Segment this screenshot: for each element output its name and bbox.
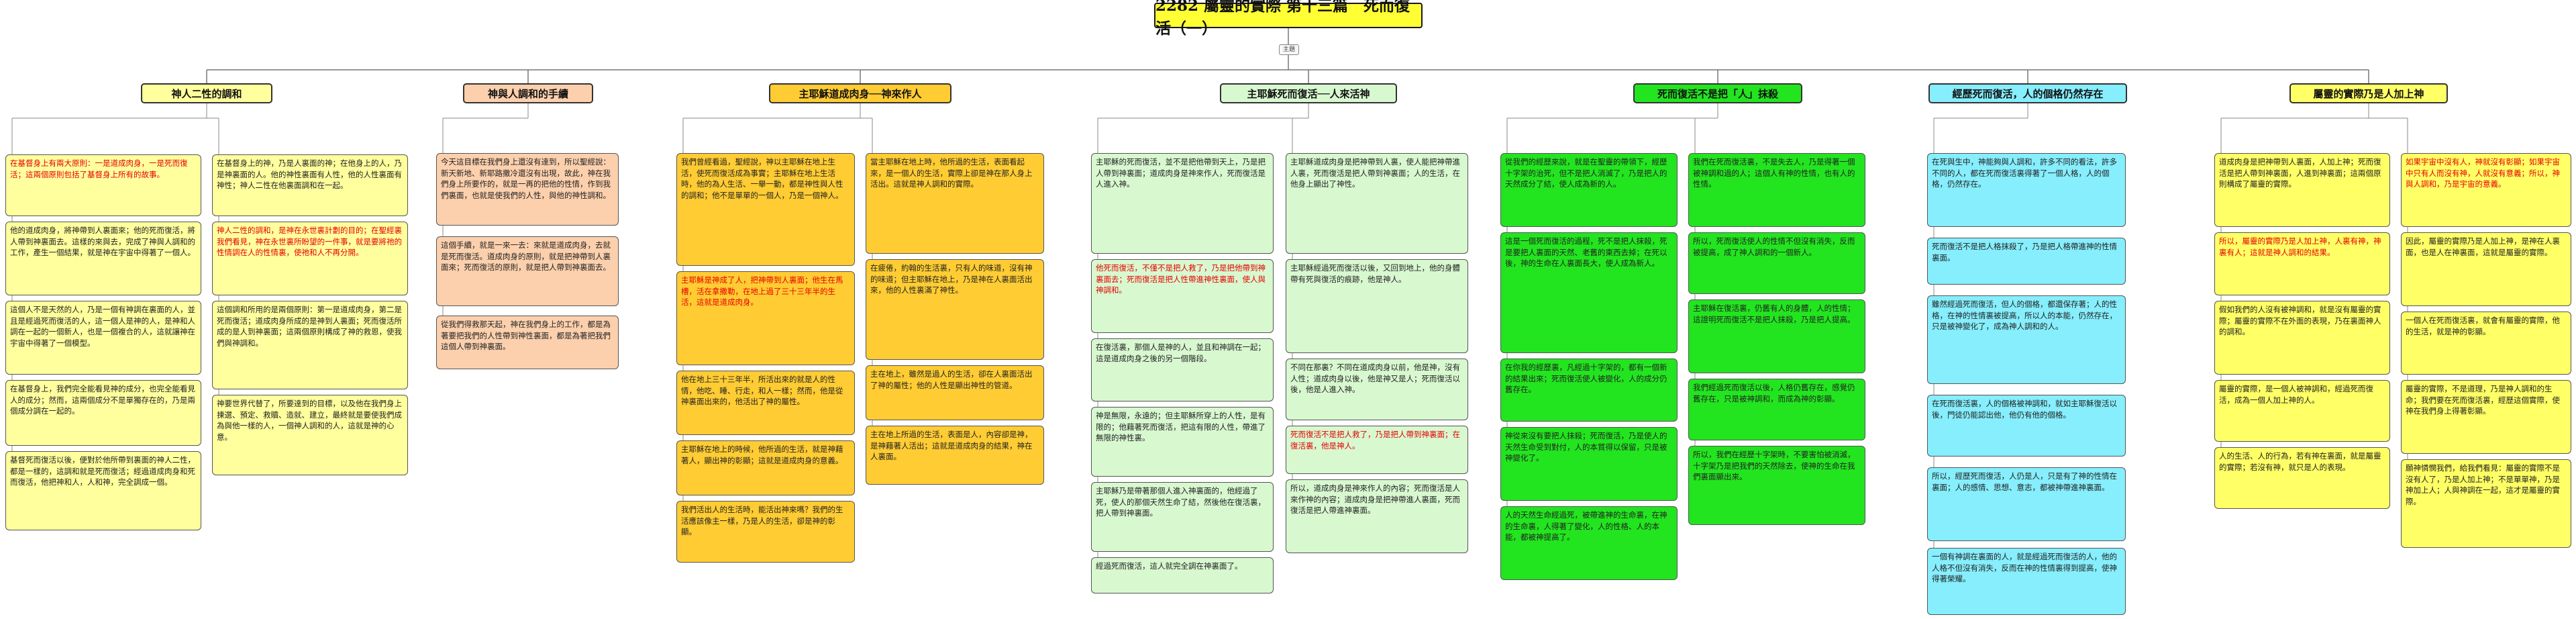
column-header-7: 屬靈的實際乃是人加上神 <box>2289 83 2448 103</box>
note-box: 主耶穌經過死而復活以後，又回到地上，他的身體帶有死與復活的痕跡，他是神人。 <box>1286 259 1468 353</box>
note-box: 主耶穌是神成了人，把神帶到人裏面；他生在馬槽，活在拿撒勒，在地上過了三十三年半的… <box>676 271 855 365</box>
page-title: 2282 屬靈的實際 第十三篇 死而復活（一） <box>1154 0 1423 38</box>
note-box: 這個手續，就是一來一去：來就是道成肉身，去就是死而復活。道成肉身的原則，就是把神… <box>436 236 619 306</box>
hub-node: 主題 <box>1279 44 1299 55</box>
note-box: 主耶穌道成肉身是把神帶到人裏，使人能把神帶進人裏，死而復活是把人帶到神裏面；人的… <box>1286 153 1468 254</box>
note-box: 在疲倦，約翰的生活裏，只有人的味道，沒有神的味道；但主耶穌在地上，乃是神在人裏面… <box>866 259 1044 360</box>
note-box: 我們經過死而復活以後，人格仍舊存在，感覺仍舊存在，只是被神調和，而成為神的彰顯。 <box>1688 379 1865 440</box>
note-box: 不同在那裏？不同在道成肉身以前，他是神，沒有人性；道成肉身以後，他是神又是人；死… <box>1286 359 1468 420</box>
note-box: 屬靈的實際，不是道理，乃是神人調和的生命；我們要在死而復活裏，經歷這個實際，使神… <box>2401 380 2571 454</box>
note-box: 神要世界代替了，所要達到的目標，以及他在我們身上揀選、預定、救贖、造就、建立，最… <box>212 395 408 475</box>
column-header-3: 主耶穌道成肉身──神來作人 <box>769 83 951 103</box>
note-box: 他的道成肉身，將神帶到人裏面來；他的死而復活，將人帶到神裏面去。這樣的來與去，完… <box>5 222 201 295</box>
note-box: 神從來沒有要把人抹殺；死而復活，乃是使人的天然生命受到對付，人的本質得以保留，只… <box>1500 427 1678 501</box>
note-box: 從我們得救那天起，神在我們身上的工作，都是為著要把我們的人性帶到神性裏面，都是為… <box>436 316 619 369</box>
note-box: 神是無限，永遠的；但主耶穌所穿上的人性，是有限的；他藉著死而復活，把這有限的人性… <box>1091 407 1274 477</box>
note-box: 願神憐憫我們，給我們看見：屬靈的實際不是沒有人了，乃是人加上神；不是單單神，乃是… <box>2401 459 2571 548</box>
note-box: 死而復活不是把人救了，乃是把人帶到神裏面；在復活裏，他是神人。 <box>1286 426 1468 474</box>
note-box: 在基督身上有兩大原則：一是道成肉身，一是死而復活；這兩個原則包括了基督身上所有的… <box>5 154 201 216</box>
note-box: 所以，經歷死而復活，人仍是人，只是有了神的性情在裏面；人的感情、思想、意志，都被… <box>1927 467 2126 541</box>
note-box: 主耶穌乃是帶著那個人進入神裏面的，他經過了死，使人的那個天然生命了結，然後他在復… <box>1091 482 1274 552</box>
note-box: 主耶穌在地上的時候，他所過的生活，就是神藉著人，顯出神的彰顯；這就是道成肉身的意… <box>676 440 855 495</box>
column-header-4: 主耶穌死而復活──人來活神 <box>1220 83 1397 103</box>
note-box: 在死而復活裏，人的個格被神調和，就如主耶穌復活以後，門徒仍能認出他，他仍有他的個… <box>1927 395 2126 457</box>
column-header-1: 神人二性的調和 <box>141 83 272 103</box>
note-box: 所以，我們在經歷十字架時，不要害怕被消滅，十字架乃是把我們的天然除去，使神的生命… <box>1688 446 1865 525</box>
note-box: 經過死而復活，這人就完全調在神裏面了。 <box>1091 557 1274 593</box>
note-box: 在基督身上，我們完全能看見神的成分，也完全能看見人的成分；然而，這兩個成分不是單… <box>5 380 201 446</box>
note-box: 主耶穌的死而復活，並不是把他帶到天上，乃是把人帶到神裏面；道成肉身是神來作人，死… <box>1091 153 1274 254</box>
note-box: 從我們的經歷來說，就是在聖靈的帶領下，經歷十字架的治死，但不是把人消滅了，乃是把… <box>1500 153 1678 227</box>
note-box: 一個人在死而復活裏，就會有屬靈的實際，他的生活，就是神的彰顯。 <box>2401 312 2571 375</box>
note-box: 在死與生中，神能夠與人調和，許多不同的看法，許多不同的人，都在死而復活裏得著了一… <box>1927 153 2126 227</box>
column-header-6: 經歷死而復活，人的個格仍然存在 <box>1928 83 2127 103</box>
column-header-2: 神與人調和的手續 <box>463 83 593 103</box>
note-box: 我們曾經看過，聖經說，神以主耶穌在地上生活，使死而復活成為事實；主耶穌在地上生活… <box>676 153 855 266</box>
note-box: 雖然經過死而復活，但人的個格，都還保存著；人的性格，在神的性情裏被提高，所以人的… <box>1927 295 2126 384</box>
note-box: 一個有神調在裏面的人，就是經過死而復活的人，他的人格不但沒有消失，反而在神的性情… <box>1927 548 2126 615</box>
note-box: 人的生活、人的行為，若有神在裏面，就是屬靈的實際；若沒有神，就只是人的表現。 <box>2214 447 2390 509</box>
note-box: 主在地上，雖然是過人的生活，卻在人裏面活出了神的屬性；他的人性是顯出神性的管道。 <box>866 365 1044 420</box>
note-box: 假如我們的人沒有被神調和，就是沒有屬靈的實際；屬靈的實際不在外面的表現，乃在裏面… <box>2214 301 2390 375</box>
column-header-5: 死而復活不是把「人」抹殺 <box>1633 83 1802 103</box>
note-box: 屬靈的實際，是一個人被神調和，經過死而復活，成為一個人加上神的人。 <box>2214 380 2390 442</box>
note-box: 因此，屬靈的實際乃是人加上神，是神在人裏面，也是人在神裏面，這就是屬靈的實際。 <box>2401 232 2571 306</box>
note-box: 今天這目標在我們身上還沒有達到，所以聖經說：新天新地、新耶路撒冷還沒有出現，故此… <box>436 153 619 226</box>
note-box: 基督死而復活以後，便對於他所帶到裏面的神人二性，都是一樣的，這調和就是死而復活；… <box>5 451 201 530</box>
note-box: 人的天然生命經過死，被帶進神的生命裏，在神的生命裏，人得著了變化，人的性格、人的… <box>1500 506 1678 580</box>
note-box: 這是一個死而復活的過程，死不是把人抹殺，死是要把人裏面的天然、老舊的東西去掉；在… <box>1500 232 1678 353</box>
note-box: 我們活出人的生活時，能活出神來嗎？我們的生活應該像主一樣，乃是人的生活，卻是神的… <box>676 501 855 563</box>
note-box: 在基督身上的神，乃是人裏面的神；在他身上的人，乃是神裏面的人。他的神性裏面有人性… <box>212 154 408 216</box>
note-box: 在復活裏，那個人是神的人，並且和神調在一起；這是道成肉身之後的另一個階段。 <box>1091 338 1274 401</box>
note-box: 主在地上所過的生活，表面是人，內容卻是神，是神藉著人活出；這就是道成肉身的結果，… <box>866 426 1044 485</box>
note-box: 所以，死而復活使人的性情不但沒有消失，反而被提高，成了神人調和的一個新人。 <box>1688 232 1865 294</box>
note-box: 這個人不是天然的人，乃是一個有神調在裏面的人，並且是經過死而復活的人，這一個人是… <box>5 301 201 375</box>
note-box: 我們在死而復活裏，不是失去人，乃是得著一個被神調和過的人；這個人有神的性情，也有… <box>1688 153 1865 227</box>
note-box: 所以，道成肉身是神來作人的內容；死而復活是人來作神的內容；道成肉身是把神帶進人裏… <box>1286 479 1468 553</box>
note-box: 神人二性的調和，是神在永世裏計劃的目的；在聖經裏我們看見，神在永世裏所盼望的一件… <box>212 222 408 295</box>
note-box: 所以，屬靈的實際乃是人加上神，人裏有神，神裏有人；這就是神人調和的結果。 <box>2214 232 2390 295</box>
note-box: 主耶穌在復活裏，仍舊有人的身體，人的性情；這證明死而復活不是把人抹殺，乃是把人提… <box>1688 299 1865 373</box>
note-box: 這個調和所用的是兩個原則：第一是道成肉身，第二是死而復活；道成肉身所成的是神到人… <box>212 301 408 389</box>
note-box: 他死而復活，不僅不是把人救了，乃是把他帶到神裏面去；死而復活是把人性帶進神性裏面… <box>1091 259 1274 333</box>
note-box: 在你我的經歷裏，凡經過十字架的，都有一個新的結果出來；死而復活使人被變化，人的成… <box>1500 359 1678 422</box>
note-box: 他在地上三十三年半，所活出來的就是人的性情，他吃、睡、行走，和人一樣；然而，他是… <box>676 371 855 435</box>
note-box: 道成肉身是把神帶到人裏面，人加上神；死而復活是把人帶到神裏面，人進到神裏面；這兩… <box>2214 153 2390 227</box>
note-box: 如果宇宙中沒有人，神就沒有彰顯；如果宇宙中只有人而沒有神，人就沒有意義；所以，神… <box>2401 153 2571 227</box>
note-box: 當主耶穌在地上時，他所過的生活，表面看起來，是一個人的生活，實際上卻是神在那人身… <box>866 153 1044 254</box>
note-box: 死而復活不是把人格抹殺了，乃是把人格帶進神的性情裏面。 <box>1927 238 2126 285</box>
